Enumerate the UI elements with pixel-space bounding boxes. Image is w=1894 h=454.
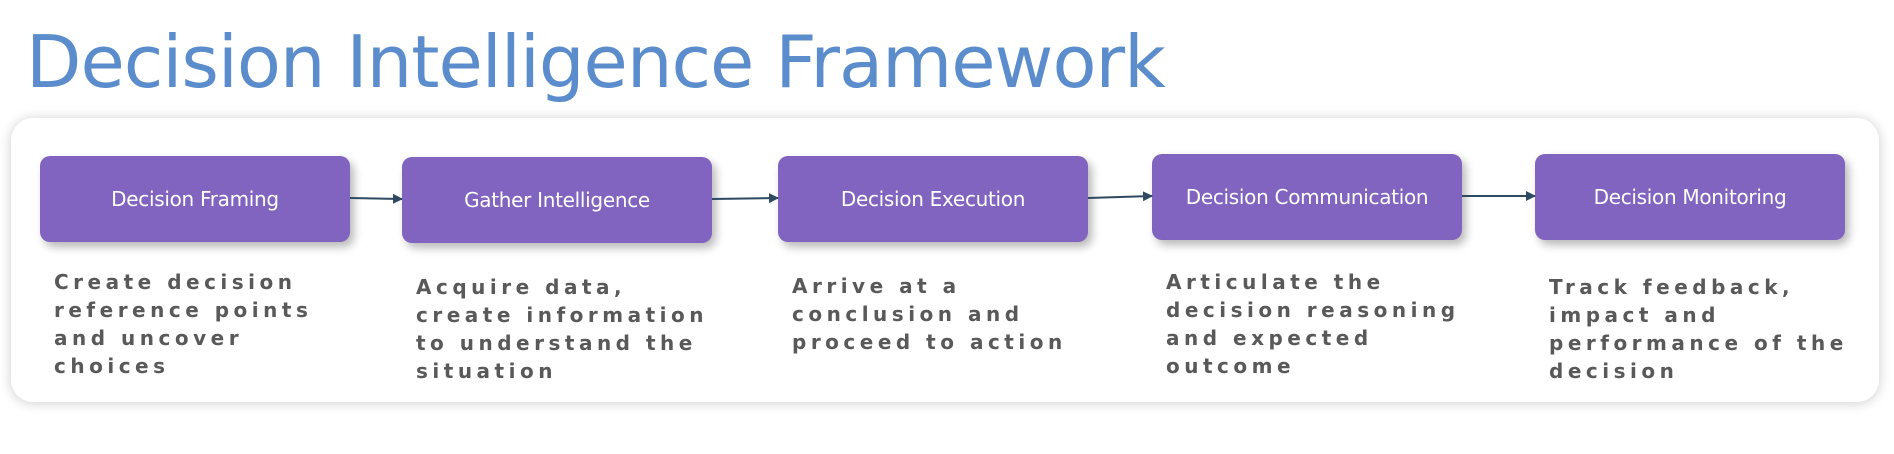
step-box-3: Decision Execution bbox=[778, 156, 1088, 242]
description-line: Articulate the bbox=[1166, 270, 1385, 294]
step-description-1: Create decision reference points and uncov… bbox=[54, 268, 384, 380]
description-line: Arrive at a bbox=[792, 274, 961, 298]
step-description-3: Arrive at a conclusion and proceed to acti… bbox=[792, 272, 1122, 356]
description-line: impact and bbox=[1549, 303, 1720, 327]
description-line: outcome bbox=[1166, 354, 1296, 378]
description-line: decision bbox=[1549, 359, 1679, 383]
description-line: Create decision bbox=[54, 270, 297, 294]
description-line: Track feedback, bbox=[1549, 275, 1795, 299]
description-line: choices bbox=[54, 354, 170, 378]
step-box-2: Gather Intelligence bbox=[402, 157, 712, 243]
step-description-2: Acquire data, create information to unders… bbox=[416, 273, 746, 385]
connector-arrow-3 bbox=[1087, 191, 1153, 202]
description-line: and expected bbox=[1166, 326, 1373, 350]
description-line: Acquire data, bbox=[416, 275, 627, 299]
step-box-5: Decision Monitoring bbox=[1535, 154, 1845, 240]
description-line: to understand the bbox=[416, 331, 697, 355]
description-line: create information bbox=[416, 303, 708, 327]
description-line: and uncover bbox=[54, 326, 244, 350]
description-line: decision reasoning bbox=[1166, 298, 1460, 322]
step-description-4: Articulate the decision reasoning and expe… bbox=[1166, 268, 1496, 380]
description-line: situation bbox=[416, 359, 557, 383]
step-description-5: Track feedback, impact and performance of … bbox=[1549, 273, 1879, 385]
connector-arrow-1 bbox=[349, 193, 403, 204]
description-line: conclusion and bbox=[792, 302, 1024, 326]
description-line: reference points bbox=[54, 298, 313, 322]
description-line: proceed to action bbox=[792, 330, 1067, 354]
page-title: Decision Intelligence Framework bbox=[26, 20, 1166, 104]
step-box-4: Decision Communication bbox=[1152, 154, 1462, 240]
connector-arrow-2 bbox=[711, 193, 779, 204]
step-box-1: Decision Framing bbox=[40, 156, 350, 242]
description-line: performance of the bbox=[1549, 331, 1848, 355]
